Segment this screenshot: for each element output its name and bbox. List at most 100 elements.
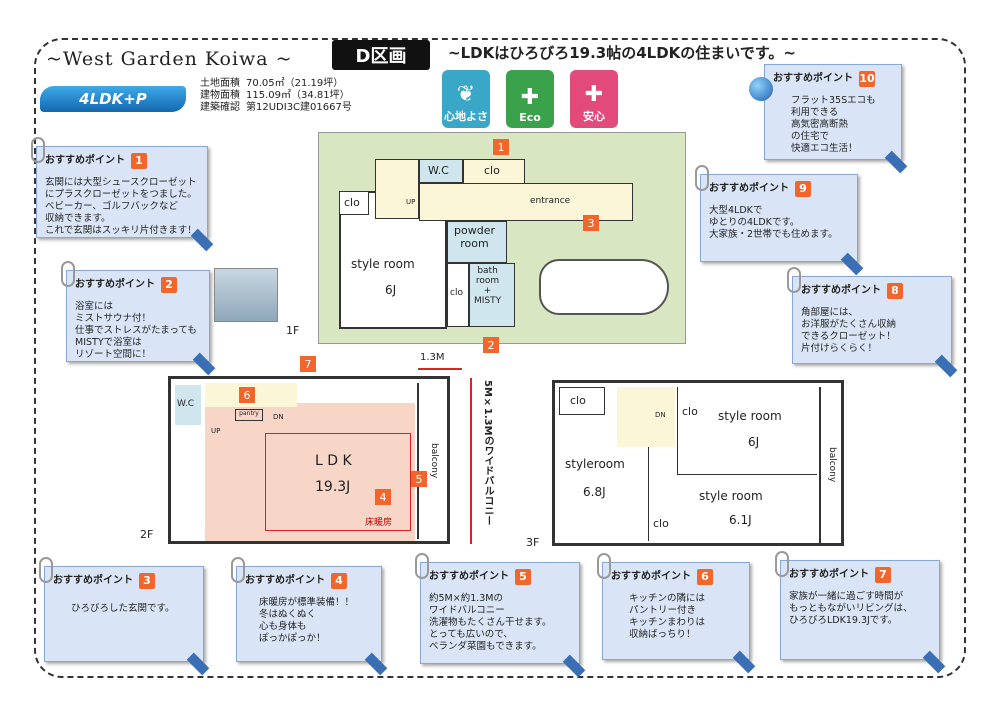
spec-value: 70.05㎡（21.19坪） bbox=[246, 78, 344, 89]
card-number: 10 bbox=[859, 71, 875, 87]
card-body: フラット35Sエコも 利用できる 高気密高断熱 の住宅で 快適エコ生活！ bbox=[791, 95, 876, 154]
card-head-label: おすすめポイント bbox=[45, 155, 125, 166]
plan-badge: 4LDK+P bbox=[40, 86, 186, 112]
card-number: 5 bbox=[515, 569, 531, 585]
block-label: D区画 bbox=[332, 40, 430, 70]
entrance-hall: entrance bbox=[419, 183, 633, 221]
card-number: 2 bbox=[161, 277, 177, 293]
heart-plus-icon: ✚ bbox=[584, 82, 604, 107]
room-label: clo bbox=[450, 288, 463, 298]
car-icon bbox=[539, 259, 669, 315]
card-head: おすすめポイント 5 bbox=[429, 569, 571, 585]
width-arrow bbox=[418, 368, 462, 370]
wc-2f: W.C bbox=[175, 385, 201, 425]
card-number: 8 bbox=[887, 283, 903, 299]
card-body: 家族が一緒に過ごす時間が もっともながいリビングは、 ひろびろLDK19.3Jで… bbox=[789, 591, 913, 626]
closet-mid: clo bbox=[447, 263, 469, 327]
width-label: 1.3M bbox=[420, 352, 445, 363]
floor-heating-label: 床暖房 bbox=[365, 518, 393, 528]
floor-label-2f: 2F bbox=[140, 528, 154, 541]
spec-building: 建物面積 115.09㎡（34.81坪） bbox=[200, 90, 352, 102]
card-body: 浴室には ミストサウナ付！ 仕事でストレスがたまっても MISTYで浴室は リゾ… bbox=[75, 301, 197, 360]
stair-up-label: UP bbox=[406, 198, 416, 206]
room-label: clo bbox=[344, 196, 360, 209]
spec-value: 第12UDI3C建01667号 bbox=[246, 102, 352, 113]
paperclip-icon bbox=[695, 165, 709, 191]
point-card-10: おすすめポイント 10 フラット35Sエコも 利用できる 高気密高断熱 の住宅で … bbox=[749, 64, 908, 174]
marker-4: 4 bbox=[375, 489, 391, 505]
room-label: W.C bbox=[177, 399, 195, 409]
room-label: clo bbox=[682, 405, 698, 418]
card-head-label: おすすめポイント bbox=[773, 73, 853, 84]
card-body: 床暖房が標準装備！！ 冬はぬくぬく 心も身体も ぽっかぽっか！ bbox=[259, 597, 355, 644]
bath-room: bath room + MISTY bbox=[469, 263, 515, 327]
powder-room: powder room bbox=[447, 221, 507, 263]
spec-value: 115.09㎡（34.81坪） bbox=[246, 90, 350, 101]
style-room-3f-bottom: style room 6.1J clo bbox=[653, 477, 817, 543]
stair-1f: UP bbox=[375, 159, 419, 219]
paperclip-icon bbox=[597, 553, 611, 579]
marker-2: 2 bbox=[483, 337, 499, 353]
card-number: 6 bbox=[697, 569, 713, 585]
spec-label: 建物面積 bbox=[200, 90, 240, 101]
room-size: 6.1J bbox=[729, 513, 752, 527]
feature-label: 安心 bbox=[583, 110, 605, 123]
feature-safety: ✚ 安心 bbox=[570, 70, 618, 128]
card-head: おすすめポイント 2 bbox=[75, 277, 201, 293]
card-head-label: おすすめポイント bbox=[75, 279, 155, 290]
feature-label: Eco bbox=[519, 111, 541, 124]
eco-plus-icon: ✚ bbox=[520, 85, 540, 110]
style-room-3f-top: clo style room 6J bbox=[677, 387, 817, 475]
leaf-icon: ❦ bbox=[456, 82, 476, 107]
style-room-3f-left: styleroom 6.8J bbox=[559, 415, 649, 541]
paperclip-icon bbox=[231, 557, 245, 583]
marker-1: 1 bbox=[493, 139, 509, 155]
room-size: 6.8J bbox=[583, 485, 606, 499]
length-arrow bbox=[470, 378, 472, 544]
floor-plan-3f: clo styleroom 6.8J DN clo style room 6J … bbox=[552, 380, 844, 546]
feature-comfort: ❦ 心地よさ bbox=[442, 70, 490, 128]
page-title: ~West Garden Koiwa ~ bbox=[46, 48, 293, 70]
feature-label: 心地よさ bbox=[444, 110, 488, 123]
room-size: 19.3J bbox=[315, 479, 351, 495]
card-body: 玄関には大型シュースクローゼット にプラスクローゼットをつました。 ベビーカー、… bbox=[45, 177, 197, 236]
card-body: ひろびろした玄関です。 bbox=[71, 603, 175, 614]
paperclip-icon bbox=[775, 551, 789, 577]
card-head-label: おすすめポイント bbox=[709, 183, 789, 194]
bath-photo bbox=[214, 268, 278, 322]
card-head: おすすめポイント 10 bbox=[773, 71, 893, 87]
room-label: styleroom bbox=[565, 457, 625, 471]
card-head-label: おすすめポイント bbox=[789, 569, 869, 580]
page-frame bbox=[34, 38, 966, 678]
card-head-label: おすすめポイント bbox=[429, 571, 509, 582]
marker-7: 7 bbox=[300, 356, 316, 372]
card-body: 角部屋には、 お洋服がたくさん収納 できるクローゼット！ 片付けらくらく！ bbox=[801, 307, 897, 354]
spec-permit: 建築確認第12UDI3C建01667号 bbox=[200, 102, 352, 114]
floor-label-1f: 1F bbox=[286, 324, 300, 337]
room-size: 6J bbox=[748, 435, 760, 449]
room-label: style room bbox=[718, 409, 782, 423]
room-label: clo bbox=[484, 164, 500, 177]
marker-5: 5 bbox=[411, 471, 427, 487]
balcony-2f: balcony bbox=[417, 383, 447, 539]
stair-up-label: UP bbox=[211, 427, 221, 435]
room-label: bath room + MISTY bbox=[474, 266, 502, 306]
room-label: balcony bbox=[429, 443, 439, 479]
card-number: 4 bbox=[331, 573, 347, 589]
stair-3f: DN bbox=[617, 387, 675, 447]
floor-heating-zone bbox=[265, 433, 411, 531]
pantry: pantry bbox=[235, 409, 263, 421]
